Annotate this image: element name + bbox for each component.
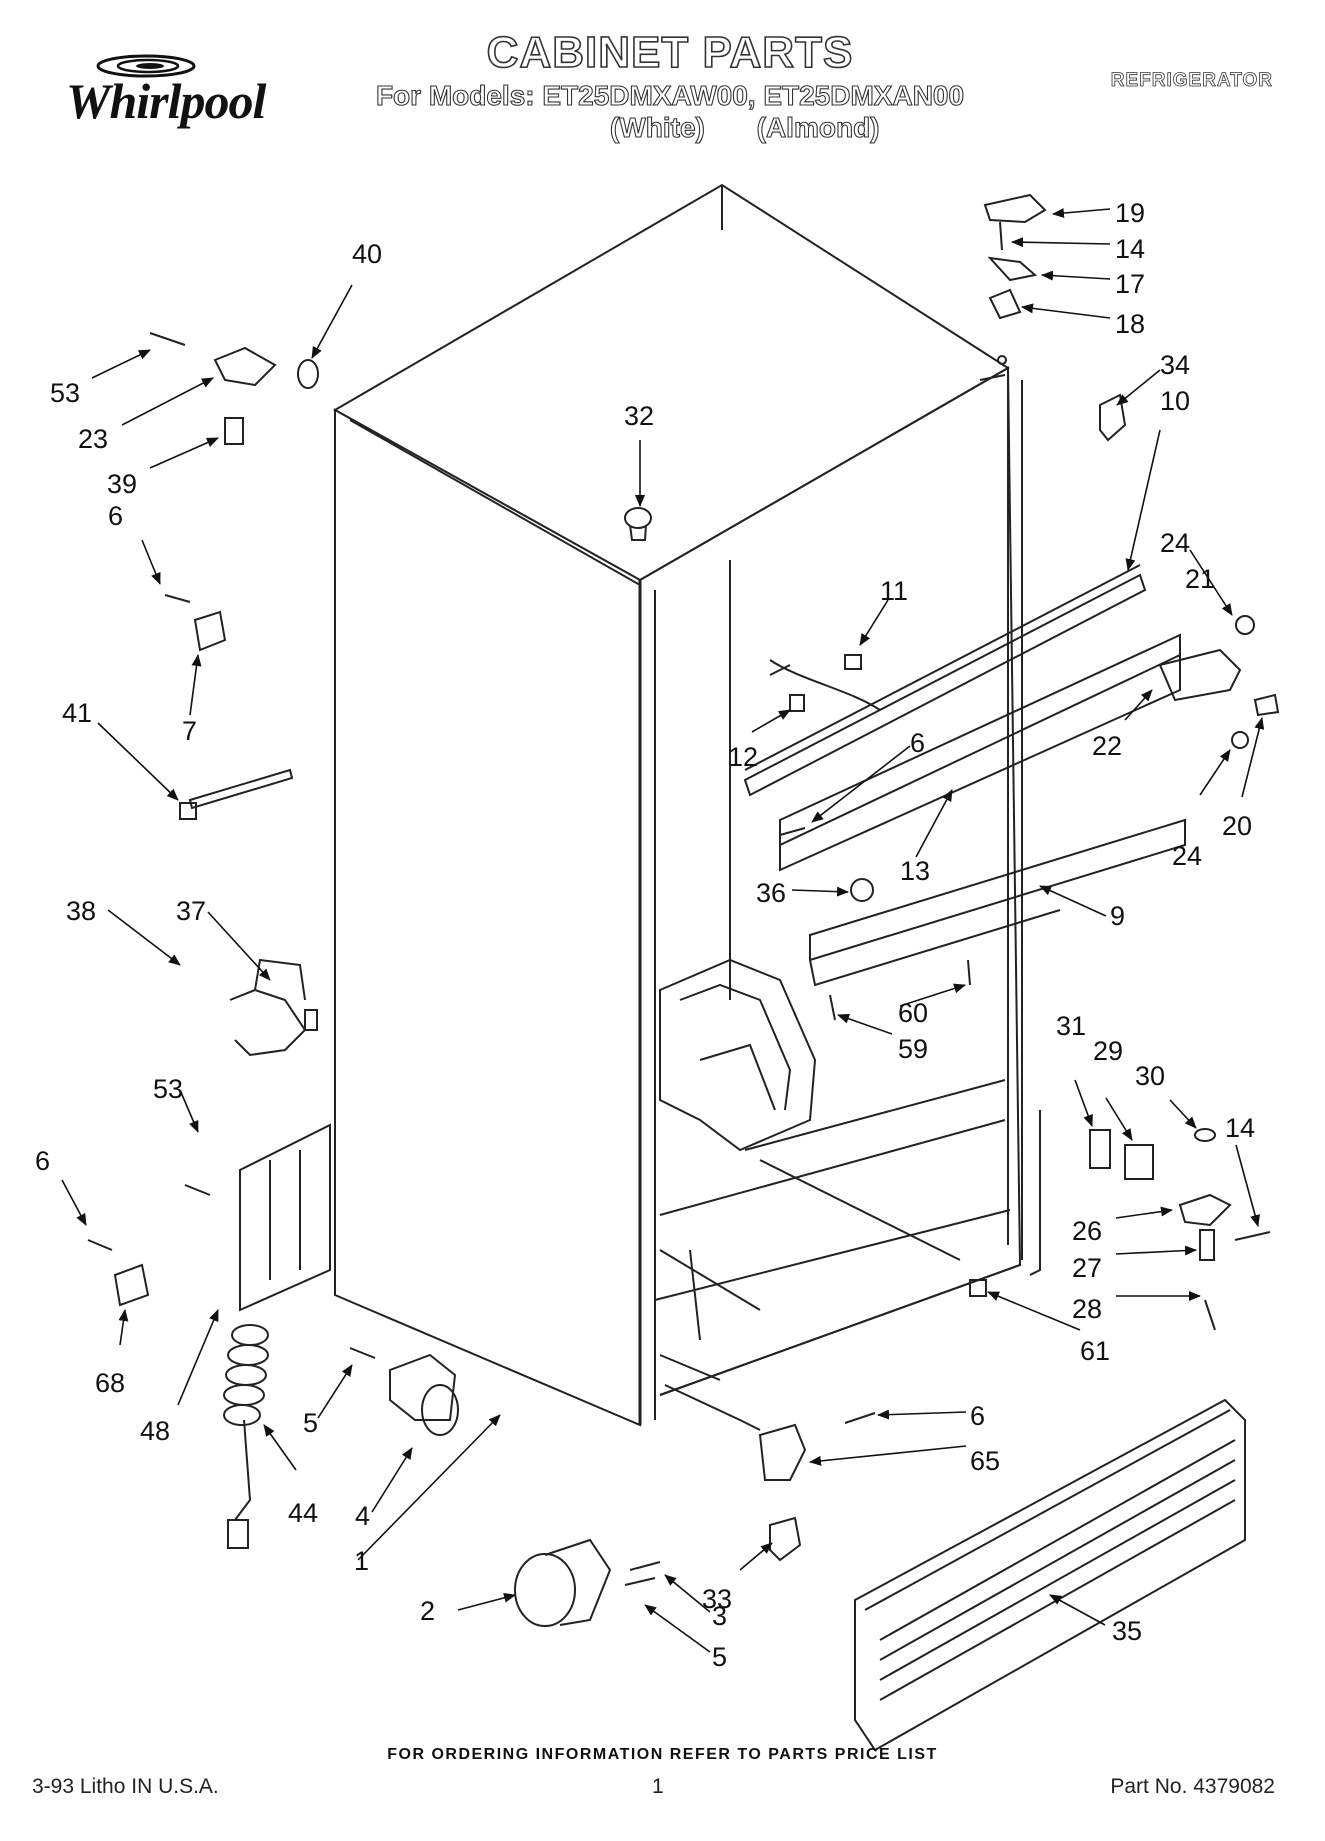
callout-53b: 53 — [153, 1074, 183, 1104]
color-variant-white: (White) — [609, 111, 705, 143]
power-cord-44 — [223, 1324, 269, 1549]
whirlpool-swirl-icon — [96, 54, 196, 78]
callout-6b: 6 — [910, 728, 925, 758]
rail-10 — [743, 564, 1147, 797]
callout-61: 61 — [1080, 1336, 1110, 1366]
callout-7: 7 — [182, 716, 197, 746]
brand-name: Whirlpool — [66, 73, 266, 129]
callout-36: 36 — [756, 878, 786, 908]
callout-26: 26 — [1072, 1216, 1102, 1246]
appliance-category: REFRIGERATOR — [1110, 70, 1273, 92]
models-line: For Models: ET25DMXAW00, ET25DMXAN00 — [375, 79, 965, 111]
callout-59: 59 — [898, 1034, 928, 1064]
page-title: CABINET PARTS — [486, 27, 854, 78]
callout-32: 32 — [624, 401, 654, 431]
callout-30: 30 — [1135, 1061, 1165, 1091]
print-code: 3-93 Litho IN U.S.A. — [32, 1775, 219, 1798]
callout-5b: 5 — [712, 1642, 727, 1672]
callout-38: 38 — [66, 896, 96, 926]
bracket-33 — [769, 1516, 802, 1562]
bracket-65 — [758, 1412, 876, 1481]
callout-4: 4 — [355, 1501, 370, 1531]
rear-roller-4 — [349, 1347, 459, 1436]
callout-6c: 6 — [35, 1146, 50, 1176]
front-roller-2 — [514, 1538, 661, 1627]
harness-37-38 — [229, 958, 318, 1057]
callout-2: 2 — [420, 1596, 435, 1626]
callout-27: 27 — [1072, 1253, 1102, 1283]
callout-23: 23 — [78, 424, 108, 454]
clamp-7 — [164, 594, 227, 652]
callout-22: 22 — [1092, 731, 1122, 761]
callout-40: 40 — [352, 239, 382, 269]
callout-37: 37 — [176, 896, 206, 926]
callout-17: 17 — [1115, 269, 1145, 299]
callout-9: 9 — [1110, 901, 1125, 931]
callout-6d: 6 — [970, 1401, 985, 1431]
callout-14: 14 — [1115, 234, 1145, 264]
callout-1: 1 — [354, 1546, 369, 1576]
callout-33: 33 — [702, 1584, 732, 1614]
callout-10: 10 — [1160, 386, 1190, 416]
callout-65: 65 — [970, 1446, 1000, 1476]
bracket-23 — [149, 332, 319, 445]
color-variants: (White) (Almond) — [609, 111, 924, 144]
callout-44: 44 — [288, 1498, 318, 1528]
callout-35: 35 — [1112, 1616, 1142, 1646]
color-variant-almond: (Almond) — [756, 111, 880, 143]
clamp-68 — [87, 1239, 150, 1307]
callout-34: 34 — [1160, 350, 1190, 380]
callout-41: 41 — [62, 698, 92, 728]
callout-68: 68 — [95, 1368, 125, 1398]
freezer-floor-structure — [659, 958, 1006, 1381]
callout-48: 48 — [140, 1416, 170, 1446]
page-number: 1 — [652, 1775, 664, 1798]
callout-21: 21 — [1185, 564, 1215, 594]
toe-grille-35 — [854, 1398, 1246, 1752]
part-number: Part No. 4379082 — [1110, 1775, 1275, 1798]
hinge-parts-right — [1158, 615, 1280, 749]
callout-11: 11 — [880, 576, 908, 606]
lower-hinge-parts — [969, 1110, 1271, 1331]
callout-39: 39 — [107, 469, 137, 499]
callout-13: 13 — [900, 856, 930, 886]
callout-24b: 24 — [1172, 841, 1202, 871]
brand-logo: Whirlpool — [36, 48, 316, 133]
callout-3: 3 — [712, 1601, 727, 1631]
callout-31: 31 — [1056, 1011, 1086, 1041]
callout-20: 20 — [1222, 811, 1252, 841]
tie-strap-41 — [179, 768, 294, 820]
callout-60: 60 — [898, 998, 928, 1028]
callout-19: 19 — [1115, 198, 1145, 228]
callout-28: 28 — [1072, 1294, 1102, 1324]
callout-14b: 14 — [1225, 1113, 1255, 1143]
leader-arrows — [61, 208, 1265, 1653]
callout-6: 6 — [108, 501, 123, 531]
top-hinge-parts — [983, 193, 1127, 442]
callout-numbers: 1 2 3 4 5 5 6 6 6 6 7 9 10 11 12 13 14 1… — [35, 198, 1255, 1672]
cabinet-shell — [332, 183, 1023, 1431]
compressor-bracket-48 — [239, 1123, 331, 1312]
callout-53: 53 — [50, 378, 80, 408]
callout-5: 5 — [303, 1408, 318, 1438]
ordering-note: FOR ORDERING INFORMATION REFER TO PARTS … — [387, 1746, 938, 1763]
rail-9 — [809, 818, 1186, 987]
callout-24: 24 — [1160, 528, 1190, 558]
plug-32 — [624, 507, 652, 541]
callout-29: 29 — [1093, 1036, 1123, 1066]
harness-11-12 — [769, 654, 881, 712]
callout-12: 12 — [728, 742, 758, 772]
fasteners-misc — [184, 827, 971, 1196]
rail-13 — [779, 633, 1181, 872]
callout-18: 18 — [1115, 309, 1145, 339]
